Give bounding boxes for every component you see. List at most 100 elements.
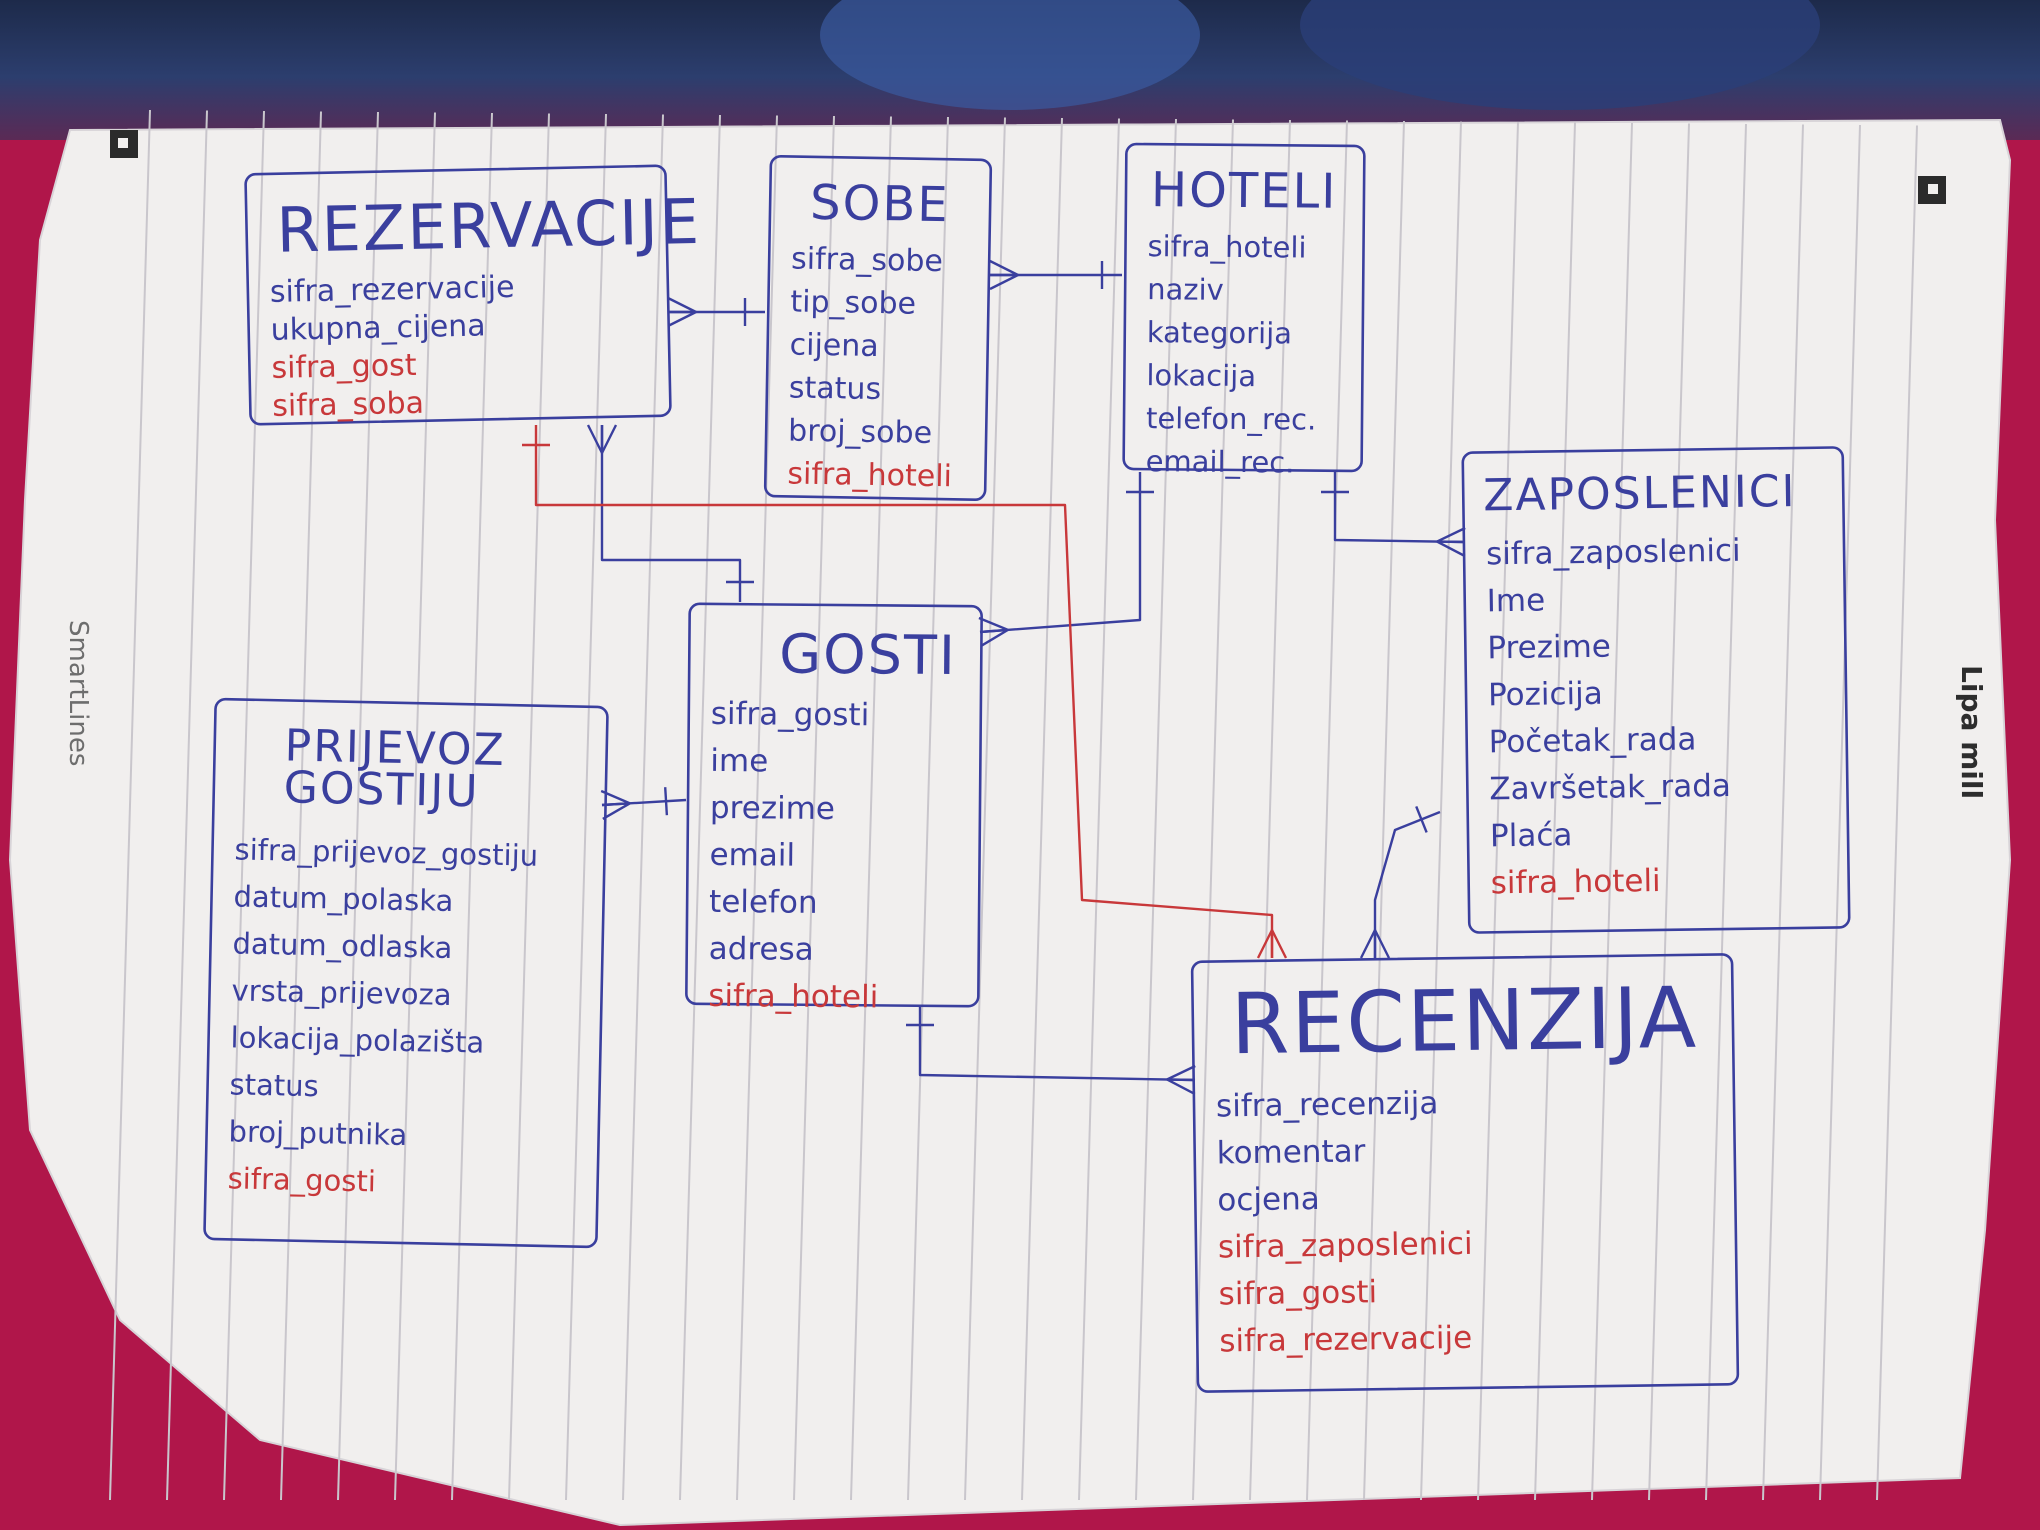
ruled-line (166, 110, 208, 1501)
entity-gosti: GOSTIsifra_gostiimeprezimeemailtelefonad… (685, 602, 983, 1015)
ruled-line (1534, 122, 1576, 1501)
attribute-field: email_rec. (1146, 444, 1295, 479)
attribute-field: ukupna_cijena (270, 308, 486, 347)
crowfoot-many-marker (1436, 526, 1466, 543)
ruled-line (1420, 121, 1462, 1501)
attribute-field: cijena (789, 327, 879, 364)
foreign-key-field: sifra_soba (272, 386, 424, 424)
foreign-key-field: sifra_gost (271, 348, 417, 386)
entity-title: GOSTIJU (283, 762, 480, 817)
attribute-field: broj_sobe (788, 413, 932, 451)
ruled-line (109, 109, 151, 1501)
crowfoot-many-marker (989, 259, 1019, 277)
entity-box (203, 697, 609, 1249)
entity-title: SOBE (810, 175, 950, 233)
ruled-line (793, 115, 835, 1501)
entity-box (763, 154, 993, 502)
relationship-sobe-hoteli (989, 259, 1122, 291)
entity-title: GOSTI (779, 623, 957, 688)
attribute-field: datum_polaska (233, 879, 453, 918)
entity-prijevoz: PRIJEVOZGOSTIJUsifra_prijevoz_gostijudat… (203, 697, 609, 1249)
ruled-line (1477, 121, 1519, 1501)
ruled-line (223, 110, 265, 1501)
ruled-line (622, 114, 664, 1501)
relationship-gosti-recenzija (906, 1005, 1196, 1096)
attribute-field: lokacija_polazišta (230, 1020, 484, 1059)
crowfoot-many-marker (602, 802, 631, 821)
crowfoot-many-marker (980, 628, 1009, 647)
entity-title: PRIJEVOZ (284, 720, 506, 776)
ruled-line (1876, 125, 1918, 1501)
crowfoot-many-marker (978, 616, 1009, 632)
crowfoot-many-marker (600, 424, 618, 454)
foreign-key-field: sifra_hoteli (1490, 863, 1660, 901)
entity-box (1190, 953, 1740, 1393)
entity-zaposlenici: ZAPOSLENICIsifra_zaposleniciImePrezimePo… (1461, 446, 1851, 934)
ruled-line (850, 116, 892, 1501)
relationship-line (534, 425, 1274, 958)
attribute-field: Početak_rada (1488, 721, 1696, 760)
ruled-line (508, 113, 550, 1501)
attribute-field: sifra_hoteli (1147, 229, 1306, 264)
ruled-line (907, 116, 949, 1501)
attribute-field: naziv (1147, 272, 1224, 307)
foreign-key-field: sifra_rezervacije (1219, 1320, 1472, 1360)
attribute-field: vrsta_prijevoza (231, 973, 452, 1012)
paper-brand-left: SmartLines (63, 620, 93, 766)
relationship-rezervacije-sobe (667, 296, 765, 328)
relationship-gosti-hoteli (978, 472, 1154, 647)
attribute-field: tip_sobe (790, 284, 916, 321)
ruled-line (679, 114, 721, 1501)
crowfoot-many-marker (979, 628, 1009, 634)
attribute-field: sifra_gosti (711, 696, 870, 733)
relationship-line (1333, 472, 1466, 544)
entity-title: HOTELI (1151, 162, 1338, 220)
ruled-line (1135, 118, 1177, 1501)
ruled-line (1591, 122, 1633, 1501)
ruled-line (1249, 119, 1291, 1501)
attribute-field: Pozicija (1488, 676, 1603, 714)
attribute-field: ime (710, 743, 768, 780)
foreign-key-field: sifra_zaposlenici (1218, 1226, 1473, 1266)
entity-box (1461, 446, 1851, 934)
ruled-line (1648, 123, 1690, 1501)
attribute-field: status (789, 370, 882, 407)
foreign-key-field: sifra_gosti (1218, 1274, 1377, 1312)
entity-title: RECENZIJA (1230, 969, 1698, 1074)
ruled-line (1762, 124, 1804, 1501)
attribute-field: datum_odlaska (232, 926, 452, 965)
attribute-field: sifra_sobe (791, 241, 943, 279)
ruled-line (1078, 118, 1120, 1501)
attribute-field: email (709, 837, 795, 874)
crowfoot-many-marker (1166, 1078, 1196, 1096)
crowfoot-many-marker (1166, 1064, 1196, 1081)
attribute-field: sifra_zaposlenici (1486, 533, 1741, 573)
ruled-line (451, 112, 493, 1501)
crowfoot-many-marker (989, 273, 1019, 291)
relationship-line (918, 1005, 1196, 1082)
crowfoot-many-marker (1166, 1078, 1196, 1082)
attribute-field: ocjena (1217, 1181, 1320, 1218)
paper-sheet (8, 118, 2012, 1527)
ruled-lines (109, 109, 1918, 1501)
corner-marker-inner (118, 138, 128, 148)
attribute-field: sifra_recenzija (1216, 1085, 1439, 1124)
corner-marker-inner (1928, 184, 1938, 194)
entity-title: REZERVACIJE (276, 185, 702, 267)
foreign-key-field: sifra_hoteli (708, 978, 878, 1015)
ruled-line (280, 111, 322, 1501)
paper-brand-right: Lipa mill (1955, 665, 1988, 799)
entity-box (685, 602, 983, 1008)
attribute-field: Završetak_rada (1489, 768, 1731, 807)
attribute-field: Ime (1486, 583, 1545, 620)
entity-layer: REZERVACIJE sifra_rezervacije ukupna_cijen… (203, 142, 1851, 1393)
entity-hoteli: HOTELIsifra_hotelinazivkategorijalokacij… (1122, 142, 1366, 479)
crowfoot-many-marker (586, 424, 604, 454)
ruled-line (736, 115, 778, 1501)
crowfoot-many-marker (1359, 929, 1377, 959)
relationship-layer (522, 259, 1466, 1096)
entity-recenzija: RECENZIJAsifra_recenzijakomentarocjenasi… (1190, 953, 1740, 1393)
entity-box (1122, 142, 1366, 473)
